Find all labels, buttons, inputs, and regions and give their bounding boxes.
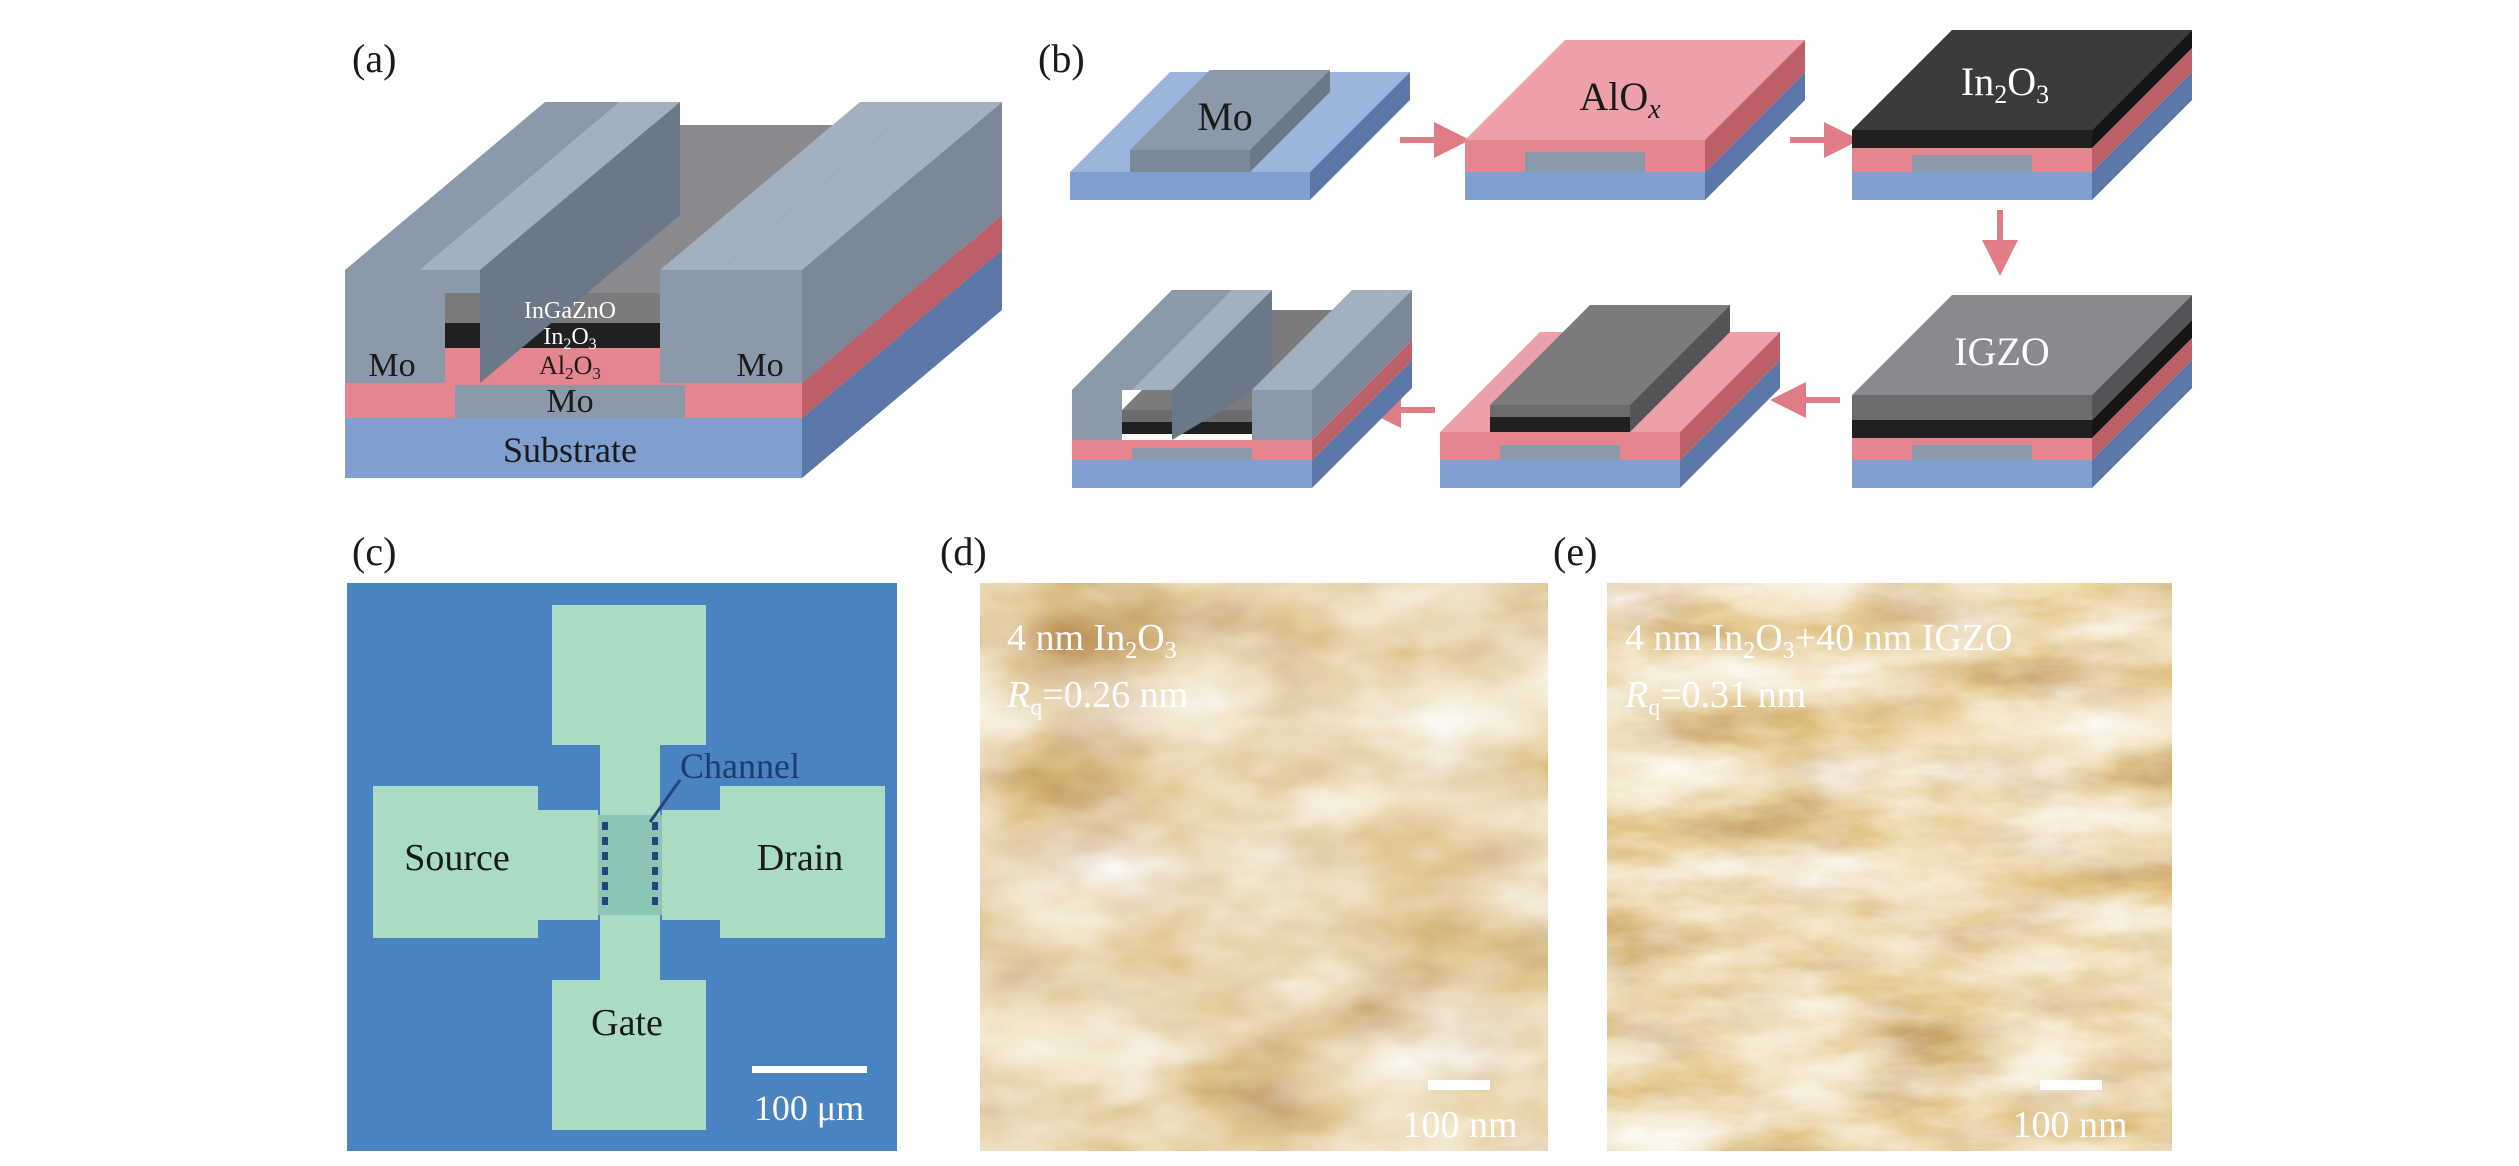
label-channel: Channel (680, 746, 800, 786)
panel-e-letter: (e) (1553, 529, 1597, 574)
drain-mo-electrode (660, 102, 1002, 383)
afm-e-rq: Rq=0.31 nm (1624, 674, 1806, 721)
step-2-label: AlOx (1579, 74, 1661, 125)
label-mo-gate: Mo (546, 383, 593, 420)
afm-d-rq: Rq=0.26 nm (1006, 674, 1188, 721)
gate-pad (552, 980, 706, 1130)
scale-bar-e (2040, 1080, 2102, 1090)
step-4-igzo: IGZO (1852, 295, 2192, 488)
afm-e-line1: 4 nm In2O3+40 nm IGZO (1625, 617, 2012, 664)
drain-pad (720, 786, 885, 938)
panel-c-letter: (c) (352, 529, 396, 574)
panel-d: (d) 4 nm In2O3 Rq=0.26 nm 100 nm (940, 529, 1548, 1151)
label-substrate: Substrate (503, 430, 637, 470)
step-6-final-device (1072, 290, 1412, 488)
panel-d-letter: (d) (940, 529, 987, 574)
panel-a-letter: (a) (352, 36, 396, 81)
label-al2o3: Al2O3 (539, 351, 601, 383)
step-1-label: Mo (1197, 94, 1253, 139)
panel-b-letter: (b) (1038, 36, 1085, 81)
scale-bar-d (1428, 1080, 1490, 1090)
step-1-mo: Mo (1070, 70, 1410, 200)
label-mo-left: Mo (368, 347, 415, 384)
label-source: Source (404, 837, 510, 879)
step-2-alox: AlOx (1465, 40, 1805, 200)
panel-b: (b) Mo AlOx (1038, 30, 2192, 488)
label-gate: Gate (591, 1002, 663, 1044)
scale-bar-c (752, 1066, 867, 1073)
step-4-label: IGZO (1954, 329, 2050, 374)
label-drain: Drain (757, 837, 844, 879)
label-mo-right: Mo (736, 347, 783, 384)
source-pad (373, 786, 538, 938)
gate-mo-block (455, 385, 685, 418)
channel-pointer (648, 779, 682, 823)
panel-a: (a) (345, 36, 1002, 478)
afm-d-line1: 4 nm In2O3 (1007, 617, 1177, 664)
scale-label-e: 100 nm (2012, 1104, 2127, 1146)
scale-label-c: 100 μm (754, 1088, 864, 1128)
step-3-label: In2O3 (1961, 59, 2049, 109)
panel-c: (c) Source Drain Gate Channel 100 μm (347, 529, 897, 1151)
afm-image-e (1607, 583, 2172, 1151)
afm-image-d (980, 583, 1548, 1151)
label-in2o3-a: In2O3 (543, 324, 596, 353)
label-ingazno: InGaZnO (524, 298, 616, 324)
step-3-in2o3: In2O3 (1852, 30, 2192, 200)
step-5-patterned (1440, 305, 1780, 488)
panel-e: (e) 4 nm In2O3+40 nm IGZO Rq=0.31 nm 100… (1553, 529, 2172, 1151)
scale-label-d: 100 nm (1402, 1104, 1517, 1146)
channel-region (598, 815, 662, 915)
source-mo-electrode (345, 102, 680, 383)
top-pad (552, 605, 706, 745)
